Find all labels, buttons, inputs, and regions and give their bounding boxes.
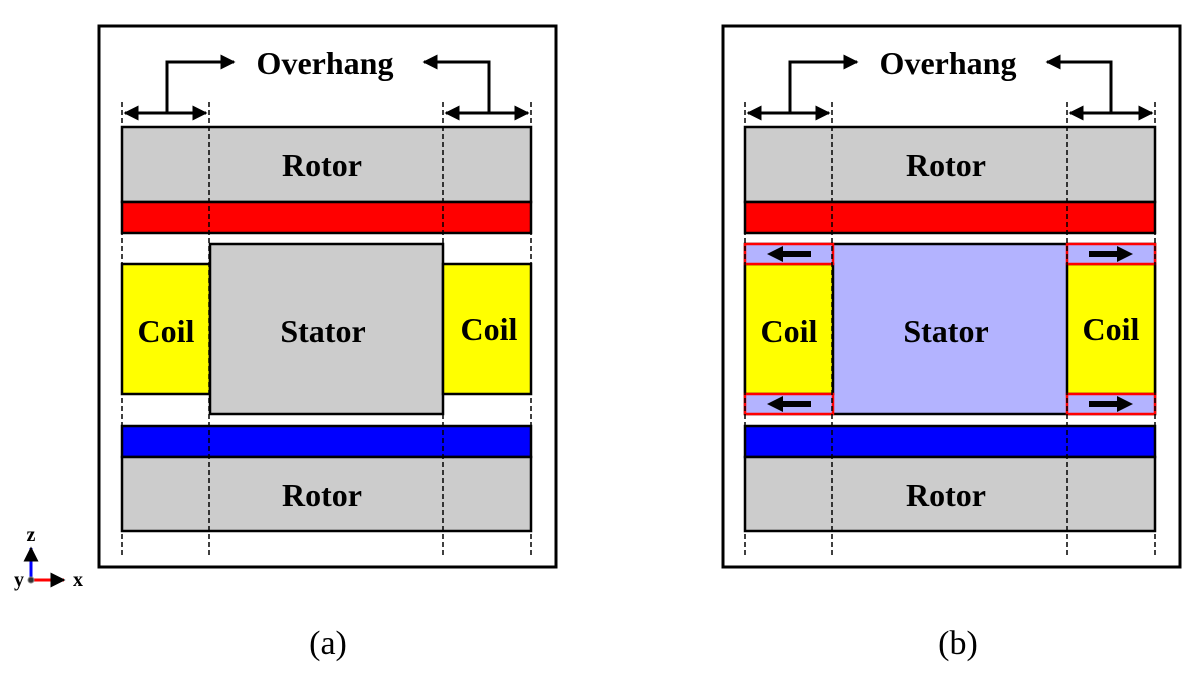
z-axis-label: z [27,524,36,546]
y-axis-label: y [14,569,24,591]
right-coil [1065,262,1157,396]
bottom-rotor-label: Rotor [282,477,362,513]
left-coil-label: Coil [761,313,818,349]
panel-caption: (a) [309,625,347,662]
stator-label: Stator [903,313,988,349]
panel-caption: (b) [938,625,978,662]
overhang-pointer-right [422,54,491,112]
top-rotor [120,125,533,204]
y-axis-dot [27,576,35,584]
overhang-label: Overhang [880,45,1017,81]
stator-label: Stator [280,313,365,349]
bottom-rotor-label: Rotor [906,477,986,513]
arrow-left-icon [767,246,811,262]
right-coil-label: Coil [1083,311,1140,347]
overhang-label: Overhang [257,45,394,81]
top-magnet [743,200,1157,235]
bottom-magnet [743,424,1157,459]
top-rotor-label: Rotor [906,147,986,183]
bottom-magnet [120,424,533,459]
x-axis-label: x [73,569,83,591]
left-coil-label: Coil [138,313,195,349]
arrow-right-icon [1089,396,1133,412]
right-coil [441,262,533,396]
arrow-right-icon [1089,246,1133,262]
bottom-rotor [120,455,533,533]
overhang-pointer-left [788,54,859,112]
overhang-pointer-right [1045,54,1113,112]
stator [208,242,445,416]
top-magnet [120,200,533,235]
arrow-left-icon [767,396,811,412]
axes-triad: z y x [14,524,83,591]
overhang-pointer-left [165,54,236,112]
top-rotor-label: Rotor [282,147,362,183]
right-coil-label: Coil [461,311,518,347]
panel-a: Overhang Rotor Coil Stator Coil Rotor (a… [97,24,558,662]
panel-b: Overhang Rotor Stator Coil Coil Rotor (b… [721,24,1182,662]
panel-frame [97,24,558,569]
panel-frame [721,24,1182,569]
